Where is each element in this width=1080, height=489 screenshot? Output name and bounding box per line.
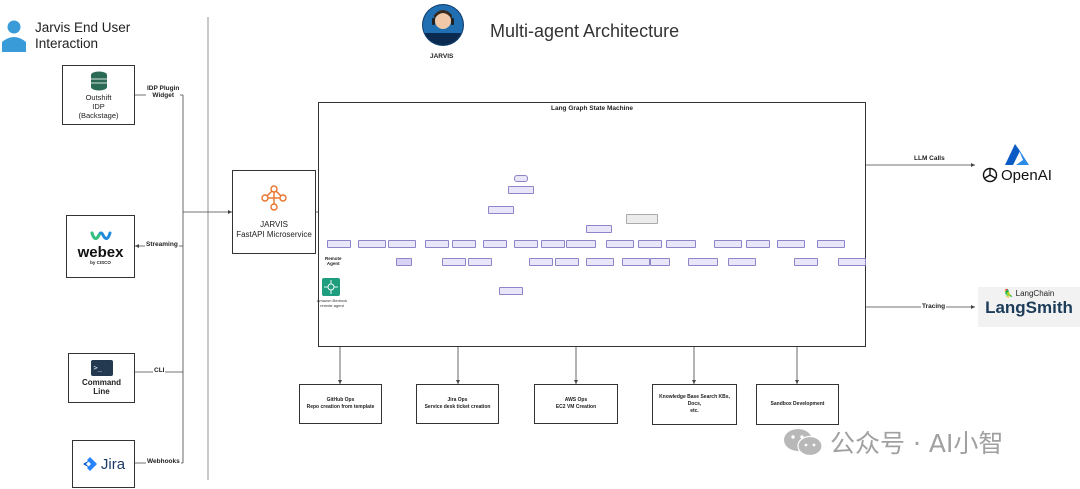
webex-sub: by CISCO [90,259,111,265]
openai-icon [982,167,998,183]
graph-node-agent [817,240,845,248]
github-ops-box[interactable]: GitHub Ops Repo creation from template [299,384,382,424]
graph-node-tool [622,258,650,266]
webex-name: webex [77,243,124,261]
tracing-label: Tracing [921,303,947,311]
github-ops-title: GitHub Ops [326,397,355,403]
jarvis-service-box[interactable]: JARVIS FastAPI Microservice [232,170,316,254]
sandbox-box[interactable]: Sandbox Development [756,384,839,425]
remote-agent-label: Remote Agent [324,256,343,267]
watermark-text: 公众号 · AI小智 [830,429,1004,458]
graph-node-tool [499,287,523,295]
outshift-line-1: Outshift [85,92,112,102]
graph-node-tool [688,258,718,266]
graph-node-tool [728,258,756,266]
jira-icon [82,457,97,471]
jira-ops-desc: Service desk ticket creation [424,404,491,410]
graph-node-agent [638,240,662,248]
graph-node-tool [468,258,492,266]
idp-plugin-label: IDP Plugin Widget [146,85,181,100]
end-user-title: Jarvis End User Interaction [35,20,131,51]
graph-node-tool [794,258,818,266]
outshift-idp-box[interactable]: Outshift IDP (Backstage) [62,65,135,125]
graph-node-tool [838,258,866,266]
graph-node-tool [586,258,614,266]
command-line-box[interactable]: >_ Command Line [68,353,135,403]
graph-node-agent [483,240,507,248]
jarvis-avatar [421,3,465,51]
graph-node-tool [555,258,579,266]
webex-box[interactable]: webex by CISCO [66,215,135,278]
graph-node-agent [358,240,386,248]
streaming-label: Streaming [145,241,179,249]
llm-calls-label: LLM Calls [913,155,946,163]
webhooks-label: Webhooks [146,458,181,466]
graph-node-agent [777,240,805,248]
openai-logo: OpenAI [981,166,1052,184]
graph-node-supervisor [508,186,534,194]
graph-node-tool [396,258,412,266]
azure-icon [1004,143,1030,167]
openai-name: OpenAI [1001,166,1052,184]
jira-box[interactable]: Jira [72,440,135,488]
watermark: 公众号 · AI小智 [782,424,1003,460]
graph-node-agent [541,240,565,248]
aws-ops-desc: EC2 VM Creation [555,404,597,410]
jira-ops-title: Jira Ops [447,397,468,403]
knowledge-base-box[interactable]: Knowledge Base Search KBs, Docs, etc. [652,384,737,425]
webex-icon [90,231,111,240]
cli-label: CLI [153,367,166,375]
jarvis-line-1: JARVIS [260,220,288,229]
bedrock-icon [322,278,340,296]
graph-node-agent [714,240,742,248]
graph-node-agent [452,240,476,248]
terminal-icon: >_ [90,360,113,376]
langchain-brand: LangChain [1015,289,1055,298]
graph-node-hub [586,225,612,233]
graph-node-agent [514,240,538,248]
aws-ops-box[interactable]: AWS Ops EC2 VM Creation [534,384,618,424]
cli-line-2: Line [93,387,110,396]
graph-node-tool [650,258,670,266]
graph-node-agent [566,240,596,248]
aws-ops-title: AWS Ops [564,397,588,403]
state-machine-box: Lang Graph State Machine [318,102,866,347]
jira-ops-box[interactable]: Jira Ops Service desk ticket creation [416,384,499,424]
graph-node-note [626,214,658,224]
end-user-icon [0,18,28,52]
graph-node-agent [606,240,634,248]
graph-node-tool [529,258,553,266]
stack-icon [90,71,107,90]
bedrock-label: Amazon Bedrock remote agent [316,298,348,308]
jira-name: Jira [100,455,126,473]
graph-node-router [488,206,514,214]
kb-line-1: Knowledge Base Search KBs, Docs, [659,394,730,407]
langsmith-logo: 🦜 LangChain LangSmith [978,287,1080,327]
graph-node-agent [666,240,696,248]
graph-node-agent [388,240,416,248]
github-ops-desc: Repo creation from template [306,404,375,410]
graph-node-agent [425,240,449,248]
api-gateway-icon [261,185,287,211]
graph-node-start [514,175,528,182]
wechat-icon [784,429,823,457]
main-title: Multi-agent Architecture [490,21,680,41]
cli-line-1: Command [81,378,122,387]
state-machine-title: Lang Graph State Machine [551,105,633,112]
outshift-line-2: IDP [92,101,105,111]
outshift-line-3: (Backstage) [78,110,119,120]
langsmith-name: LangSmith [985,298,1073,317]
kb-line-2: etc. [690,408,699,414]
graph-node-tool [442,258,466,266]
sandbox-title: Sandbox Development [770,401,825,407]
jarvis-line-2: FastAPI Microservice [236,230,312,239]
parrot-icon: 🦜 [1003,289,1014,298]
avatar-caption: JARVIS [430,53,454,60]
graph-node-agent [327,240,351,248]
graph-node-agent [746,240,770,248]
